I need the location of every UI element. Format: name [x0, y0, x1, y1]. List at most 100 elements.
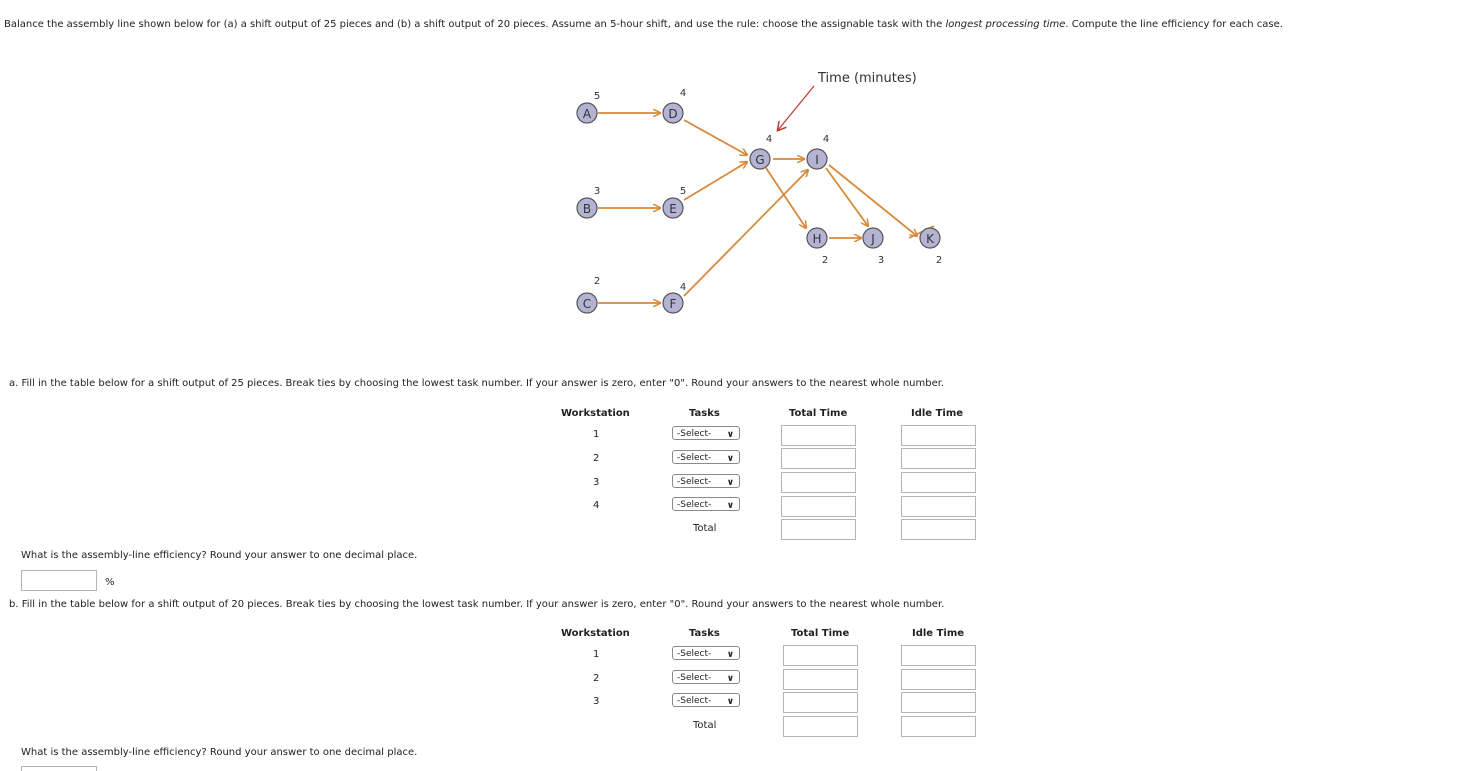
part-b-row3-idle-input[interactable]: [901, 692, 976, 713]
node-f-time: 4: [680, 282, 686, 293]
select-value: -Select-: [677, 649, 712, 659]
node-a: A 5: [576, 91, 600, 124]
part-b-row3-total-input[interactable]: [783, 692, 858, 713]
part-a-row3-idle-input[interactable]: [901, 472, 976, 493]
select-value: -Select-: [677, 477, 712, 487]
node-g-label: G: [755, 153, 764, 167]
part-b-row1-total-input[interactable]: [783, 645, 858, 666]
node-h-label: H: [812, 232, 821, 246]
node-j-label: J: [870, 232, 875, 246]
part-b-header-tasks: Tasks: [689, 628, 720, 639]
chevron-down-icon: ∨: [726, 430, 734, 440]
part-a-row1-total-input[interactable]: [781, 425, 856, 446]
node-j-time: 3: [878, 255, 884, 266]
part-a-row1-task-select[interactable]: -Select- ∨: [672, 426, 740, 440]
part-b-instruction: b. Fill in the table below for a shift o…: [9, 599, 945, 610]
node-b: B 3: [576, 186, 600, 219]
part-b-row2-idle-input[interactable]: [901, 669, 976, 690]
chevron-down-icon: ∨: [726, 674, 734, 684]
part-a-efficiency-question: What is the assembly-line efficiency? Ro…: [21, 550, 418, 561]
part-a-row2-total-input[interactable]: [781, 448, 856, 469]
part-b-row2-workstation: 2: [593, 673, 600, 684]
time-pointer-arrow: [778, 85, 815, 130]
part-a-total-idle-input[interactable]: [901, 519, 976, 540]
part-a-total-label: Total: [693, 523, 717, 534]
node-h: H 2: [806, 227, 828, 266]
node-b-label: B: [583, 202, 591, 216]
node-g: G 4: [749, 134, 772, 170]
precedence-diagram: Time (minutes) A 5 B 3 C 2 D 4 E 5 F 4 G…: [576, 71, 942, 314]
node-d: D 4: [662, 88, 686, 124]
intro-text-end: . Compute the line efficiency for each c…: [1065, 19, 1283, 30]
part-b-row3-workstation: 3: [593, 696, 600, 707]
chevron-down-icon: ∨: [726, 697, 734, 707]
node-b-time: 3: [594, 186, 600, 197]
select-value: -Select-: [677, 500, 712, 510]
time-label: Time (minutes): [817, 71, 917, 86]
part-b-row2-task-select[interactable]: -Select- ∨: [672, 670, 740, 684]
part-a-header-workstation: Workstation: [561, 408, 630, 419]
select-value: -Select-: [677, 429, 712, 439]
node-h-time: 2: [822, 255, 828, 266]
node-c-time: 2: [594, 276, 600, 287]
node-d-time: 4: [680, 88, 686, 99]
node-c: C 2: [576, 276, 600, 314]
part-b-row3-task-select[interactable]: -Select-∨: [672, 693, 740, 707]
select-value: -Select-: [677, 453, 712, 463]
node-a-time: 5: [594, 91, 600, 102]
chevron-down-icon: ∨: [726, 501, 734, 511]
part-a-efficiency-input[interactable]: [21, 570, 97, 591]
part-b-row2-total-input[interactable]: [783, 669, 858, 690]
edge-f-i: [683, 170, 808, 297]
part-a-row3-total-input[interactable]: [781, 472, 856, 493]
part-b-total-time-input[interactable]: [783, 716, 858, 737]
select-value: -Select-: [677, 673, 712, 683]
part-a-row2-idle-input[interactable]: [901, 448, 976, 469]
part-b-efficiency-input[interactable]: [21, 766, 97, 771]
part-a-row4-idle-input[interactable]: [901, 496, 976, 517]
part-a-row4-total-input[interactable]: [781, 496, 856, 517]
node-k-label: K: [926, 232, 935, 246]
part-b-total-idle-input[interactable]: [901, 716, 976, 737]
part-a-row4-workstation: 4: [593, 500, 600, 511]
part-b-row1-workstation: 1: [593, 649, 600, 660]
chevron-down-icon: ∨: [726, 650, 734, 660]
part-b-efficiency-question: What is the assembly-line efficiency? Ro…: [21, 747, 418, 758]
part-b-header-total-time: Total Time: [791, 628, 850, 639]
node-j: J 3: [862, 227, 884, 266]
node-a-label: A: [583, 107, 592, 121]
node-e: E 5: [662, 186, 686, 219]
intro-emphasis: longest processing time: [945, 19, 1066, 30]
percent-label: %: [105, 577, 115, 588]
node-k-time: 2: [936, 255, 942, 266]
part-b-header-idle-time: Idle Time: [912, 628, 965, 639]
node-e-label: E: [669, 202, 677, 216]
node-f: F 4: [662, 282, 686, 314]
intro-text: Balance the assembly line shown below fo…: [4, 19, 946, 30]
part-b-row1-task-select[interactable]: -Select- ∨: [672, 646, 740, 660]
part-a-row1-workstation: 1: [593, 429, 600, 440]
part-b-header-workstation: Workstation: [561, 628, 630, 639]
edge-i-k: [828, 164, 917, 236]
part-a-total-time-input[interactable]: [781, 519, 856, 540]
part-a-row1-idle-input[interactable]: [901, 425, 976, 446]
node-e-time: 5: [680, 186, 686, 197]
edge-e-g: [683, 162, 747, 201]
edge-g-h: [765, 167, 806, 228]
part-a-row3-workstation: 3: [593, 477, 600, 488]
part-a-row2-task-select[interactable]: -Select-∨: [672, 450, 740, 464]
part-a-row4-task-select[interactable]: -Select- ∨: [672, 497, 740, 511]
edge-d-g: [683, 119, 747, 155]
part-a-header-idle-time: Idle Time: [911, 408, 964, 419]
part-a-header-total-time: Total Time: [789, 408, 848, 419]
node-d-label: D: [668, 107, 677, 121]
node-i-time: 4: [823, 134, 829, 145]
node-c-label: C: [583, 297, 591, 311]
part-b-row1-idle-input[interactable]: [901, 645, 976, 666]
chevron-down-icon: ∨: [726, 478, 734, 488]
node-i: I 4: [806, 134, 829, 170]
node-k: K 2: [919, 227, 942, 266]
part-a-header-tasks: Tasks: [689, 408, 720, 419]
edge-i-j: [825, 167, 868, 226]
part-a-row3-task-select[interactable]: -Select- ∨: [672, 474, 740, 488]
